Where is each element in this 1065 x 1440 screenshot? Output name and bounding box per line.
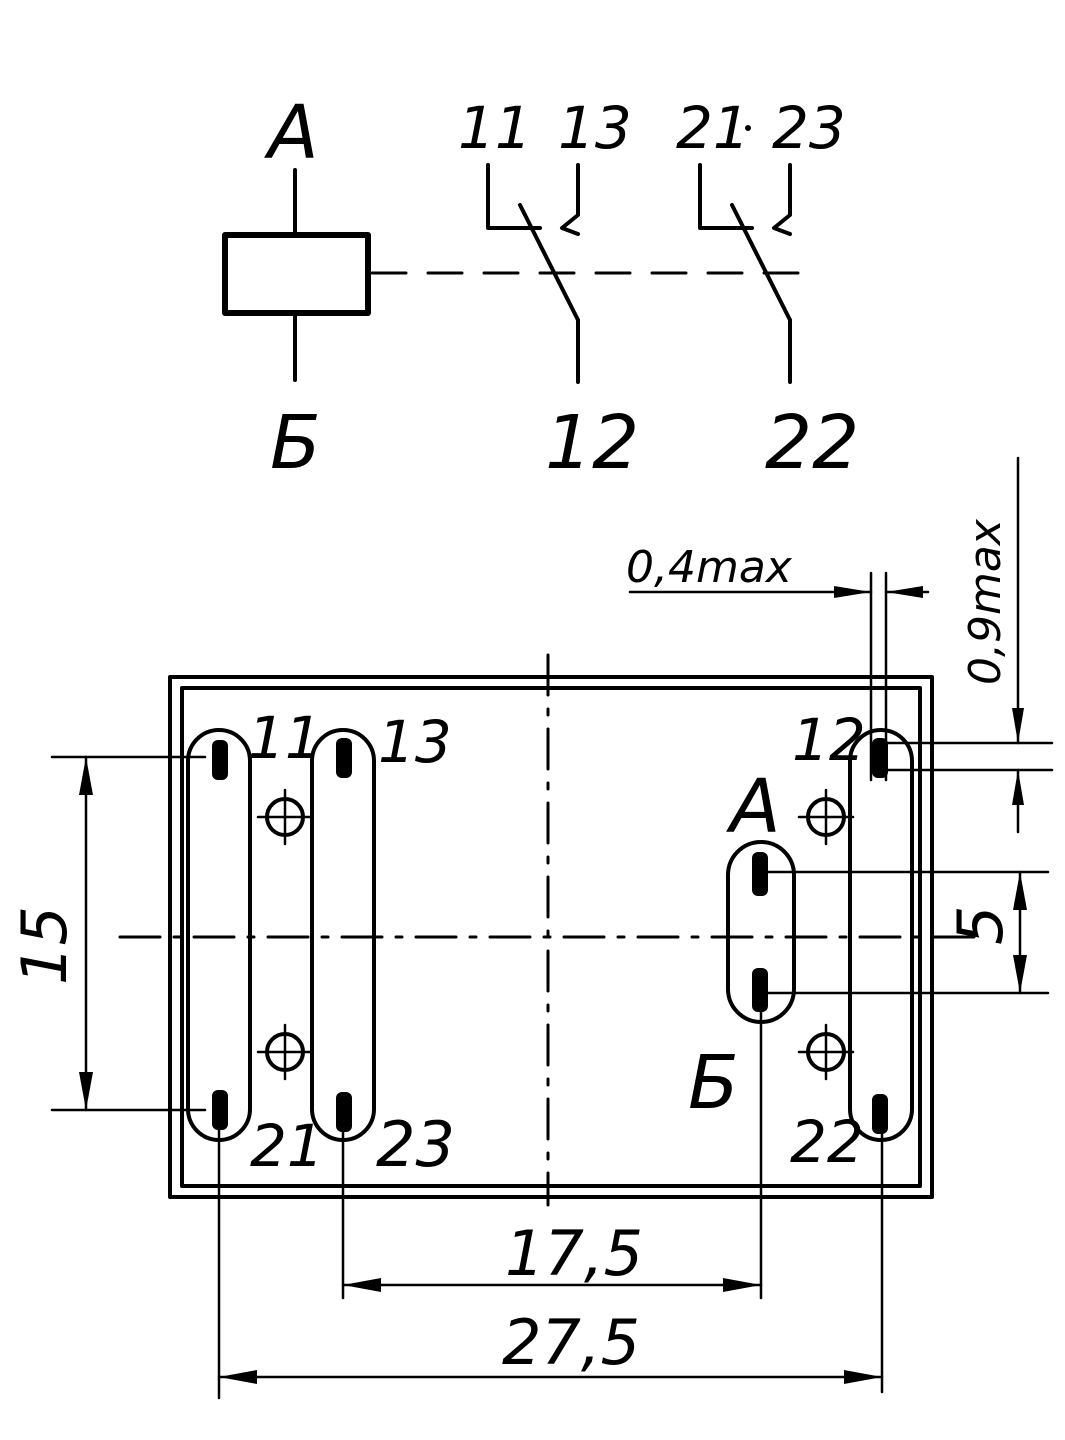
dimension-0-9max <box>878 456 1054 834</box>
pin-label-12: 12 <box>792 706 866 774</box>
contact1-no-terminal <box>560 163 580 236</box>
label-separator-dot <box>745 125 751 131</box>
mounting-mark-4 <box>797 1023 855 1081</box>
dimension-0-9max-label: 0,9max <box>960 518 1011 685</box>
dimension-15-label: 15 <box>8 906 81 985</box>
contact1-no-label: 13 <box>558 94 632 162</box>
contact2-no-terminal <box>772 163 792 236</box>
pin-label-22: 22 <box>790 1108 864 1176</box>
housing-outer <box>168 675 934 1199</box>
contact1-common-label: 11 <box>458 94 532 162</box>
mounting-mark-2 <box>256 1023 314 1081</box>
pin-coil-b <box>752 968 768 1012</box>
coil-top-label: А <box>264 90 319 176</box>
dimension-27-5 <box>217 1128 884 1400</box>
pin-11 <box>212 740 228 780</box>
relay-schematic: А Б 11 13 12 21 23 22 <box>222 90 859 486</box>
dimension-17-5 <box>341 1008 763 1300</box>
pin-coil-a <box>752 852 768 896</box>
slot-12-22 <box>848 728 914 1142</box>
contact2-common-terminal <box>698 163 754 230</box>
dimension-0-4max-label: 0,4max <box>626 542 793 593</box>
contact1-nc-label: 12 <box>545 400 639 486</box>
pin-label-21: 21 <box>250 1112 324 1180</box>
contact2-no-label: 23 <box>772 94 846 162</box>
coil-body <box>222 232 371 316</box>
pin-12 <box>872 738 888 778</box>
slot-13-23 <box>310 728 376 1142</box>
contact2-common-label: 21 <box>676 94 750 162</box>
pin-22 <box>872 1094 888 1134</box>
pin-label-coil-a: А <box>726 764 781 850</box>
dimension-17-5-label: 17,5 <box>505 1217 643 1290</box>
pin-label-13: 13 <box>378 708 452 776</box>
pin-21 <box>212 1090 228 1130</box>
pin-label-11: 11 <box>248 704 322 772</box>
relay-footprint: 11 13 12 21 23 22 А Б 15 5 <box>8 456 1054 1400</box>
contact2-blade <box>730 203 792 322</box>
pin-label-coil-b: Б <box>688 1040 739 1126</box>
mounting-mark-3 <box>797 788 855 846</box>
coil-bottom-label: Б <box>270 400 321 486</box>
dimension-5 <box>766 870 1050 995</box>
dimension-5-label: 5 <box>944 906 1017 945</box>
slot-11-21 <box>186 728 252 1142</box>
pin-label-23: 23 <box>376 1108 455 1181</box>
contact1-common-terminal <box>486 163 542 230</box>
pin-13 <box>336 738 352 778</box>
dimension-27-5-label: 27,5 <box>502 1306 640 1379</box>
mounting-mark-1 <box>256 788 314 846</box>
contact1-blade <box>518 203 580 322</box>
dimension-15 <box>50 755 207 1112</box>
dimension-0-4max <box>628 571 930 782</box>
contact2-nc-label: 22 <box>765 400 859 486</box>
